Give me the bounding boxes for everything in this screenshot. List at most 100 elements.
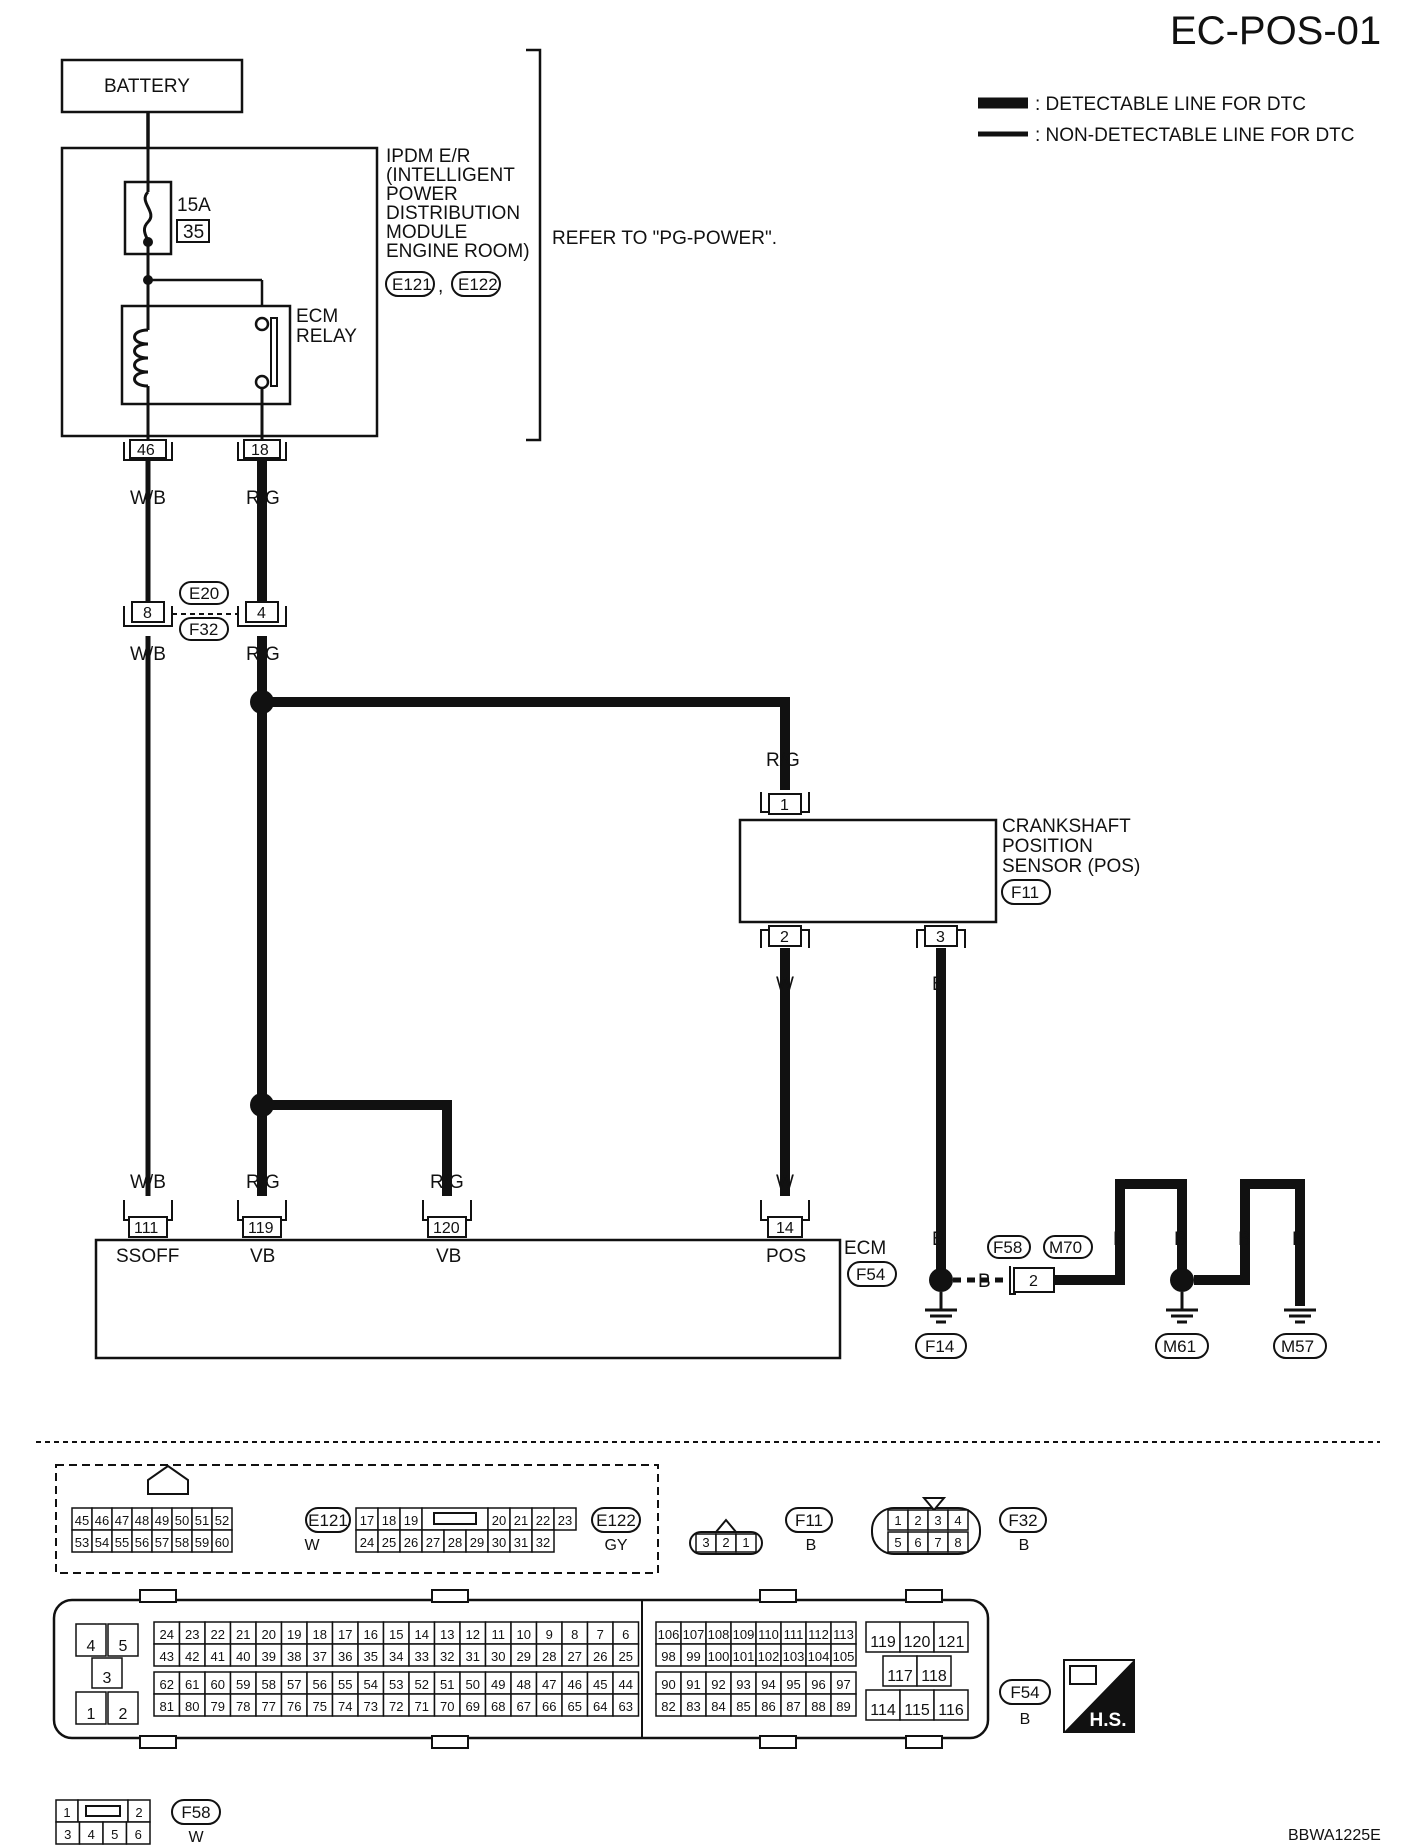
f54-pin: 67 — [517, 1699, 531, 1714]
f54-pin: 18 — [313, 1627, 327, 1642]
e121-pin: 57 — [155, 1535, 169, 1550]
f32-tag: F32 — [1008, 1511, 1037, 1530]
joint-connector-e20: E20 — [189, 584, 219, 603]
f54-pin: 25 — [619, 1649, 633, 1664]
f54-pin: 106 — [658, 1627, 680, 1642]
svg-text:18: 18 — [251, 442, 269, 459]
f54-pin: 73 — [364, 1699, 378, 1714]
f54-pin: 89 — [836, 1699, 850, 1714]
connector-icon — [1069, 1665, 1097, 1685]
f54-pin: 95 — [786, 1677, 800, 1692]
f54-pin: 91 — [686, 1677, 700, 1692]
f54-pin: 94 — [761, 1677, 775, 1692]
f54-pin: 20 — [262, 1627, 276, 1642]
relay-label-1: ECM — [296, 306, 338, 327]
f54-pin: 98 — [661, 1649, 675, 1664]
svg-text:R/G: R/G — [246, 488, 280, 509]
crankshaft-position-sensor: 1 2 3 CRANKSHAFT POSITION SENSOR (POS) F… — [738, 792, 1140, 948]
f54-pin: 108 — [708, 1627, 730, 1642]
e122-pin: 23 — [558, 1513, 572, 1528]
e122-pin: 18 — [382, 1513, 396, 1528]
f54-pin: 76 — [287, 1699, 301, 1714]
wire-rg-to-vb2 — [262, 1100, 452, 1196]
f54-pin: 115 — [904, 1702, 930, 1719]
svg-text:W/B: W/B — [130, 488, 166, 509]
f54-pin: 90 — [661, 1677, 675, 1692]
svg-text:W: W — [776, 974, 794, 995]
e121-pin: 47 — [115, 1513, 129, 1528]
e121-tag: E121 — [308, 1511, 348, 1530]
e121-pin: 46 — [95, 1513, 109, 1528]
e121-pin: 51 — [195, 1513, 209, 1528]
f54-pin: 103 — [783, 1649, 805, 1664]
svg-text:B: B — [932, 1229, 945, 1250]
f54-pin: 100 — [708, 1649, 730, 1664]
ground-f14: F14 — [925, 1337, 954, 1356]
f32-pin: 5 — [894, 1535, 901, 1550]
f54-pin: 10 — [517, 1627, 531, 1642]
f54-pin: 99 — [686, 1649, 700, 1664]
e122-pin: 20 — [492, 1513, 506, 1528]
f54-pin: 39 — [262, 1649, 276, 1664]
f11-pin: 2 — [722, 1535, 729, 1550]
f58-pin: 6 — [135, 1827, 142, 1842]
f11-tag: F11 — [795, 1511, 823, 1530]
page-code: EC-POS-01 — [1170, 9, 1381, 53]
f54-pin: 116 — [938, 1702, 964, 1719]
svg-text:SENSOR (POS): SENSOR (POS) — [1002, 856, 1140, 877]
svg-text:B: B — [932, 974, 945, 995]
svg-text:MODULE: MODULE — [386, 222, 467, 243]
e121-pin: 50 — [175, 1513, 189, 1528]
e121-pin: 54 — [95, 1535, 109, 1550]
f54-pin: 40 — [236, 1649, 250, 1664]
e121-pin: 49 — [155, 1513, 169, 1528]
relay-label-2: RELAY — [296, 326, 357, 347]
f54-pin: 118 — [921, 1668, 947, 1685]
f32-color: B — [1019, 1537, 1030, 1554]
svg-text:W: W — [776, 1172, 794, 1193]
relay-switch-arm — [270, 317, 278, 387]
f54-pin: 97 — [836, 1677, 850, 1692]
f54-pin: 107 — [683, 1627, 705, 1642]
f54-pin: 48 — [517, 1677, 531, 1692]
svg-text:120: 120 — [433, 1220, 460, 1237]
f54-pin: 66 — [542, 1699, 556, 1714]
e121-pin: 55 — [115, 1535, 129, 1550]
f54-latch — [759, 1589, 797, 1603]
ground-circuit: B F58 M70 2 B B B B F14 M61 M57 — [915, 1179, 1327, 1359]
f58-tag: F58 — [181, 1803, 210, 1822]
f54-pin: 38 — [287, 1649, 301, 1664]
relay-coil-icon — [133, 328, 149, 388]
f54-pin: 34 — [389, 1649, 403, 1664]
battery: BATTERY — [60, 58, 244, 114]
f54-pin: 16 — [364, 1627, 378, 1642]
f54-pin: 56 — [313, 1677, 327, 1692]
f54-pin: 104 — [808, 1649, 830, 1664]
f54-pin: 87 — [786, 1699, 800, 1714]
f32-pin: 7 — [934, 1535, 941, 1550]
ground-connector-m70: M70 — [1049, 1238, 1082, 1257]
e122-color: GY — [604, 1537, 627, 1554]
svg-text:(INTELLIGENT: (INTELLIGENT — [386, 165, 515, 186]
f54-pin: 7 — [597, 1627, 604, 1642]
f11-color: B — [806, 1537, 817, 1554]
f54-latch — [431, 1589, 469, 1603]
hs-label: H.S. — [1090, 1710, 1127, 1731]
f54-pin: 46 — [568, 1677, 582, 1692]
svg-text:POS: POS — [766, 1246, 806, 1267]
e121-pin: 59 — [195, 1535, 209, 1550]
f54-pin: 70 — [440, 1699, 454, 1714]
ipdm-er-module: 15A 35 ECM RELAY — [60, 146, 379, 448]
f32-pin: 1 — [894, 1513, 901, 1528]
f54-pin: 52 — [415, 1677, 429, 1692]
svg-text:B: B — [1113, 1229, 1126, 1250]
f54-pin: 120 — [904, 1634, 931, 1651]
f58-pin: 1 — [63, 1805, 70, 1820]
svg-text:R/G: R/G — [430, 1172, 464, 1193]
